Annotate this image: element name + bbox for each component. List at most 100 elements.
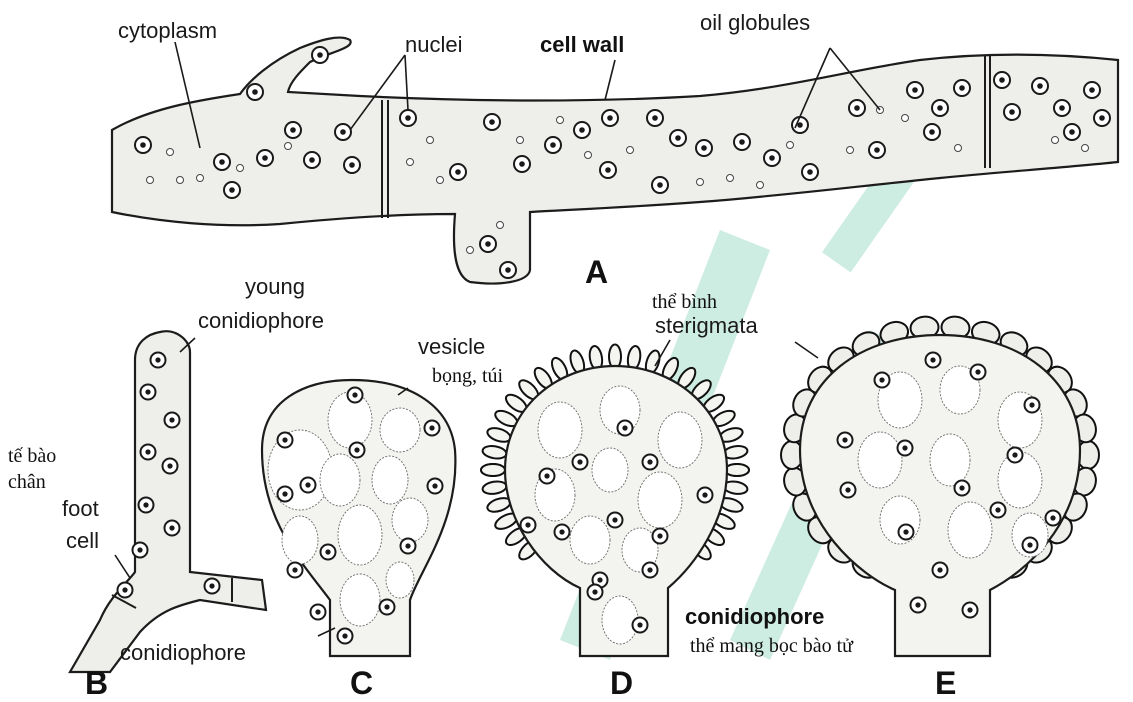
panel-e-conidiophore	[781, 315, 1099, 656]
nucleolus	[1029, 402, 1034, 407]
label-young-1: young	[245, 274, 305, 299]
nucleolus	[1037, 83, 1043, 89]
nucleolus	[675, 135, 681, 141]
sterigma	[482, 480, 508, 496]
label-conidiophore-e: conidiophore	[685, 604, 824, 629]
nucleolus	[349, 162, 355, 168]
vacuole	[592, 448, 628, 492]
nucleolus	[143, 502, 148, 507]
nucleolus	[229, 187, 235, 193]
panel-c-vesicle	[262, 380, 455, 656]
sterigma	[481, 464, 505, 476]
nucleolus	[282, 437, 287, 442]
label-bong-tui: bọng, túi	[432, 365, 504, 387]
label-cytoplasm: cytoplasm	[118, 18, 217, 43]
nucleolus	[169, 525, 174, 530]
oil-globule	[902, 115, 909, 122]
vacuole	[386, 562, 414, 598]
vacuole	[320, 454, 360, 506]
nucleolus	[592, 589, 597, 594]
oil-globule	[627, 147, 634, 154]
nucleolus	[739, 139, 745, 145]
label-te-bao-2: chân	[8, 471, 46, 493]
nucleolus	[550, 142, 556, 148]
nucleolus	[544, 473, 549, 478]
label-conidiophore-b: conidiophore	[120, 640, 246, 665]
nucleolus	[169, 417, 174, 422]
nucleolus	[315, 609, 320, 614]
nucleolus	[937, 567, 942, 572]
oil-globule	[197, 175, 204, 182]
vacuole	[602, 596, 638, 644]
nucleolus	[559, 529, 564, 534]
nucleolus	[929, 129, 935, 135]
nucleolus	[525, 522, 530, 527]
oil-globule	[955, 145, 962, 152]
panel-letter-a: A	[585, 254, 608, 290]
nucleolus	[1050, 515, 1055, 520]
nucleolus	[874, 147, 880, 153]
nucleolus	[701, 145, 707, 151]
nucleolus	[769, 155, 775, 161]
nucleolus	[325, 549, 330, 554]
oil-globule	[787, 142, 794, 149]
nucleolus	[1059, 105, 1065, 111]
nucleolus	[967, 607, 972, 612]
nucleolus	[317, 52, 323, 58]
nucleolus	[305, 482, 310, 487]
nucleolus	[137, 547, 142, 552]
label-foot: foot	[62, 496, 99, 521]
nucleolus	[607, 115, 613, 121]
oil-globule	[177, 177, 184, 184]
panel-letter-b: B	[85, 665, 108, 701]
label-sterigmata: sterigmata	[655, 313, 758, 338]
label-young-2: conidiophore	[198, 308, 324, 333]
vacuole	[372, 456, 408, 504]
oil-globule	[147, 177, 154, 184]
nucleolus	[605, 167, 611, 173]
nucleolus	[612, 517, 617, 522]
nucleolus	[290, 127, 296, 133]
vacuole	[858, 432, 902, 488]
nucleolus	[309, 157, 315, 163]
oil-globule	[697, 179, 704, 186]
nucleolus	[842, 437, 847, 442]
oil-globule	[585, 152, 592, 159]
vacuole	[930, 434, 970, 486]
label-nuclei: nuclei	[405, 32, 462, 57]
nucleolus	[1069, 129, 1075, 135]
label-oil-globules: oil globules	[700, 10, 810, 35]
nucleolus	[657, 533, 662, 538]
nucleolus	[282, 491, 287, 496]
oil-globule	[437, 177, 444, 184]
nucleolus	[879, 377, 884, 382]
nucleolus	[432, 483, 437, 488]
nucleolus	[219, 159, 225, 165]
nucleolus	[597, 577, 602, 582]
oil-globule	[1052, 137, 1059, 144]
panel-b-young-conidiophore	[70, 331, 266, 672]
nucleolus	[647, 567, 652, 572]
oil-globule	[407, 159, 414, 166]
sterigma	[482, 444, 508, 460]
label-cell: cell	[66, 528, 99, 553]
vacuole	[392, 498, 428, 542]
nucleolus	[999, 77, 1005, 83]
nucleolus	[959, 485, 964, 490]
oil-globule	[237, 165, 244, 172]
vacuole	[638, 472, 682, 528]
nucleolus	[405, 115, 411, 121]
nucleolus	[854, 105, 860, 111]
vacuole	[282, 516, 318, 564]
nucleolus	[652, 115, 658, 121]
oil-globule	[497, 222, 504, 229]
nucleolus	[505, 267, 511, 273]
nucleolus	[1012, 452, 1017, 457]
nucleolus	[959, 85, 965, 91]
nucleolus	[292, 567, 297, 572]
oil-globule	[427, 137, 434, 144]
nucleolus	[622, 425, 627, 430]
nucleolus	[702, 492, 707, 497]
label-vesicle: vesicle	[418, 334, 485, 359]
nucleolus	[354, 447, 359, 452]
